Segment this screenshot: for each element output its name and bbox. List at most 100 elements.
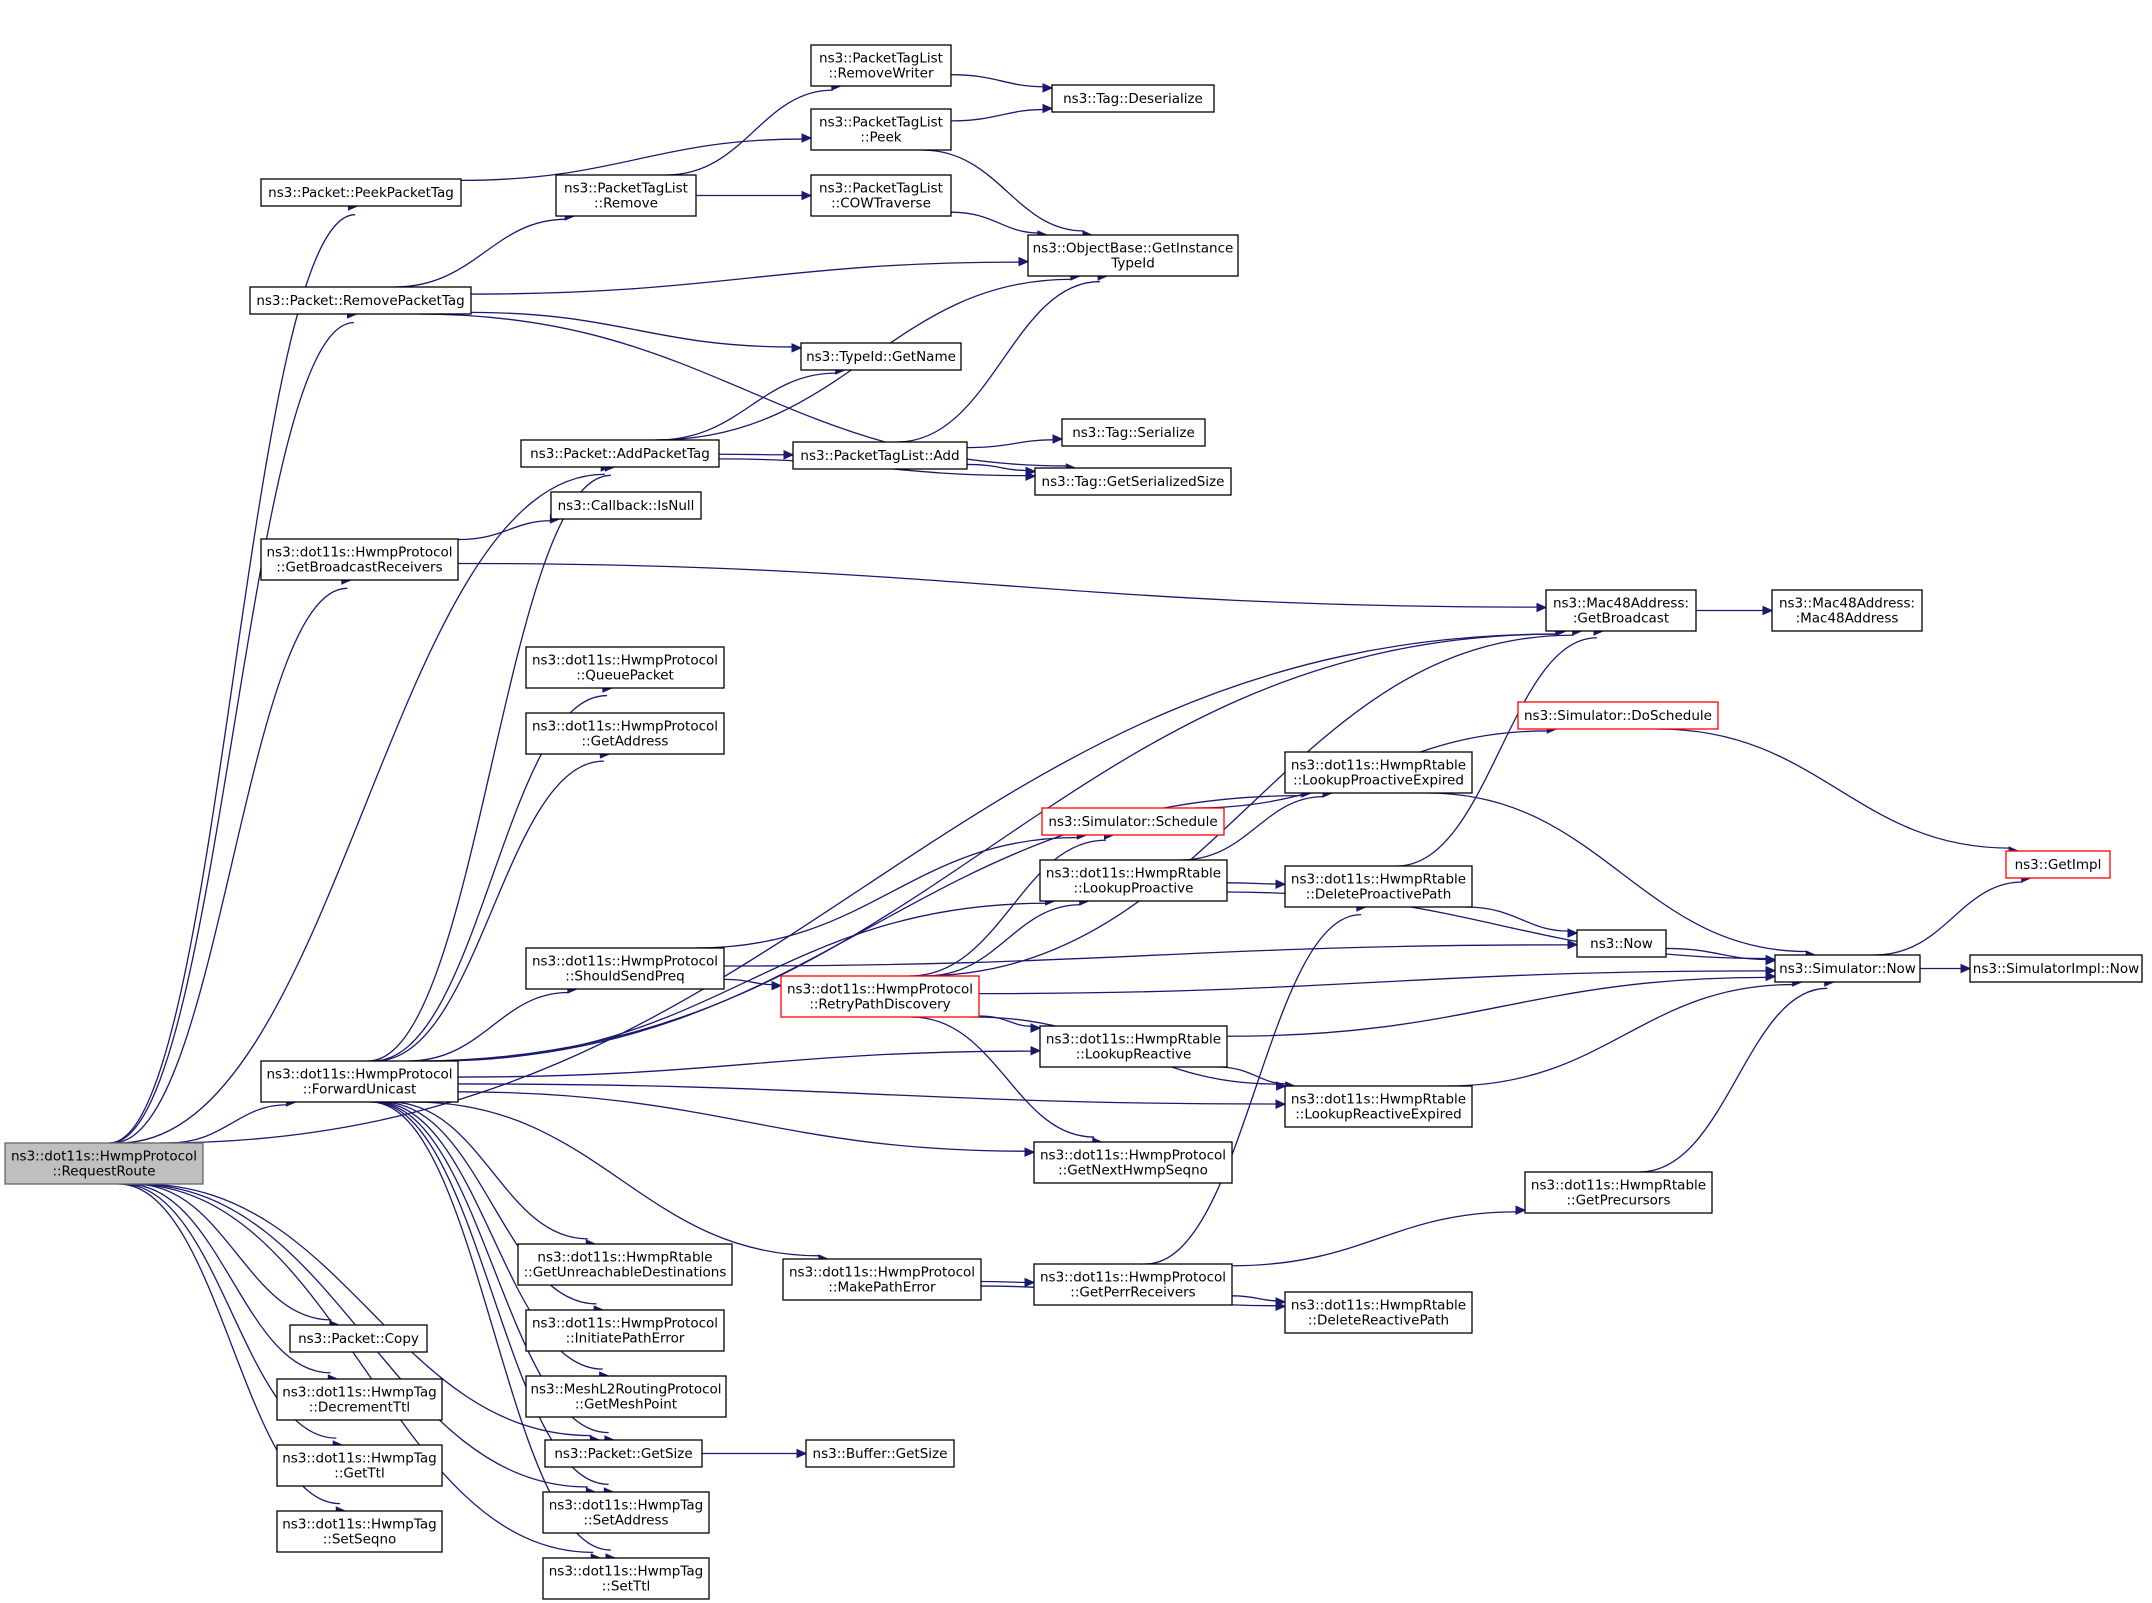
edge-line <box>460 138 803 182</box>
node-n11[interactable]: ns3::Callback::IsNull <box>550 491 702 520</box>
node-n36[interactable]: ns3::dot11s::HwmpProtocol::GetNextHwmpSe… <box>1033 1141 1233 1184</box>
node-label-line: ::LookupProactiveExpired <box>1293 773 1464 789</box>
node-n37[interactable]: ns3::dot11s::HwmpProtocol::GetPerrReceiv… <box>1033 1263 1233 1306</box>
node-n6[interactable]: ns3::dot11s::HwmpTag::DecrementTtl <box>276 1378 443 1421</box>
node-n29[interactable]: ns3::Tag::Deserialize <box>1051 84 1215 113</box>
node-label-line: ::DeleteProactivePath <box>1306 887 1452 903</box>
edge-line <box>966 463 1027 472</box>
node-label-line: ns3::dot11s::HwmpProtocol <box>787 982 973 998</box>
node-n2[interactable]: ns3::Packet::RemovePacketTag <box>249 286 472 315</box>
node-n38[interactable]: ns3::dot11s::HwmpRtable::LookupProactive… <box>1284 751 1473 794</box>
edge-n47-to-n49 <box>1919 963 1972 974</box>
node-label-line: ns3::SimulatorImpl::Now <box>1973 961 2139 977</box>
node-n27[interactable]: ns3::dot11s::HwmpProtocol::MakePathError <box>782 1258 982 1301</box>
node-label-line: ::GetBroadcastReceivers <box>276 560 442 576</box>
node-n0[interactable]: ns3::dot11s::HwmpProtocol::RequestRoute <box>4 1142 204 1185</box>
node-box <box>800 342 962 371</box>
node-n34[interactable]: ns3::dot11s::HwmpRtable::LookupProactive <box>1039 859 1228 902</box>
node-n39[interactable]: ns3::dot11s::HwmpRtable::DeleteProactive… <box>1284 865 1473 908</box>
edge-line <box>418 313 1067 467</box>
node-n12[interactable]: ns3::dot11s::HwmpProtocol::QueuePacket <box>525 646 725 689</box>
edge-line <box>897 280 1101 443</box>
edge-line <box>1448 983 1793 1087</box>
node-box <box>1033 1141 1233 1184</box>
node-n13[interactable]: ns3::dot11s::HwmpProtocol::GetAddress <box>525 712 725 755</box>
node-label-line: ::GetUnreachableDestinations <box>524 1265 727 1281</box>
node-n45[interactable]: ns3::dot11s::HwmpRtable::GetPrecursors <box>1524 1171 1713 1214</box>
node-n44[interactable]: ns3::Now <box>1576 929 1667 958</box>
node-n33[interactable]: ns3::Simulator::Schedule <box>1041 807 1225 836</box>
node-n31[interactable]: ns3::Tag::Serialize <box>1061 418 1206 447</box>
node-n18[interactable]: ns3::Packet::GetSize <box>544 1439 703 1468</box>
node-n40[interactable]: ns3::dot11s::HwmpRtable::LookupReactiveE… <box>1284 1085 1473 1128</box>
node-box <box>1284 865 1473 908</box>
node-n26[interactable]: ns3::dot11s::HwmpProtocol::RetryPathDisc… <box>780 975 980 1018</box>
edge-line <box>121 1183 337 1439</box>
node-n28[interactable]: ns3::Buffer::GetSize <box>805 1439 955 1468</box>
node-label-line: ns3::MeshL2RoutingProtocol <box>530 1382 721 1398</box>
node-n46[interactable]: ns3::Mac48Address::Mac48Address <box>1771 589 1923 632</box>
edge-line <box>950 74 1044 88</box>
node-n16[interactable]: ns3::dot11s::HwmpProtocol::InitiatePathE… <box>525 1309 725 1352</box>
node-label-line: ns3::dot11s::HwmpRtable <box>1291 1298 1466 1314</box>
edge-n0-to-n2 <box>110 309 358 1144</box>
node-n24[interactable]: ns3::TypeId::GetName <box>800 342 962 371</box>
node-box <box>1027 234 1239 277</box>
edge-line <box>1639 987 1828 1173</box>
node-label-line: ns3::Buffer::GetSize <box>813 1446 948 1462</box>
node-n19[interactable]: ns3::dot11s::HwmpTag::SetAddress <box>542 1491 710 1534</box>
node-n14[interactable]: ns3::dot11s::HwmpProtocol::ShouldSendPre… <box>525 947 725 990</box>
node-n23[interactable]: ns3::PacketTagList::COWTraverse <box>810 174 952 217</box>
node-label-line: ns3::dot11s::HwmpTag <box>282 1517 436 1533</box>
node-n9[interactable]: ns3::PacketTagList::Remove <box>555 174 697 217</box>
node-n21[interactable]: ns3::PacketTagList::RemoveWriter <box>810 44 952 87</box>
node-n3[interactable]: ns3::dot11s::HwmpProtocol::GetBroadcastR… <box>260 538 459 581</box>
node-n35[interactable]: ns3::dot11s::HwmpRtable::LookupReactive <box>1039 1025 1228 1068</box>
node-n32[interactable]: ns3::Tag::GetSerializedSize <box>1034 467 1232 496</box>
node-n43[interactable]: ns3::Simulator::DoSchedule <box>1517 701 1719 730</box>
node-n1[interactable]: ns3::Packet::PeekPacketTag <box>260 178 462 207</box>
edge-line <box>966 439 1054 449</box>
node-label-line: ns3::Packet::AddPacketTag <box>530 446 710 462</box>
node-n15[interactable]: ns3::dot11s::HwmpRtable::GetUnreachableD… <box>517 1243 733 1286</box>
node-label-line: ::GetPerrReceivers <box>1070 1285 1195 1301</box>
node-n42[interactable]: ns3::Mac48Address::GetBroadcast <box>1545 589 1697 632</box>
edge-n22-to-n29 <box>950 103 1054 122</box>
edge-line <box>457 1083 1277 1105</box>
node-n17[interactable]: ns3::MeshL2RoutingProtocol::GetMeshPoint <box>525 1375 727 1418</box>
edge-n2-to-n30 <box>470 256 1030 295</box>
node-n47[interactable]: ns3::Simulator::Now <box>1774 954 1921 983</box>
arrowhead-icon <box>1030 1045 1042 1056</box>
node-label-line: ::GetTtl <box>334 1466 384 1482</box>
edge-line <box>372 1101 609 1485</box>
edge-line <box>118 473 605 1144</box>
node-box <box>555 174 697 217</box>
node-n7[interactable]: ns3::dot11s::HwmpTag::GetTtl <box>276 1444 443 1487</box>
node-n10[interactable]: ns3::Packet::AddPacketTag <box>520 439 720 468</box>
node-n48[interactable]: ns3::GetImpl <box>2005 850 2111 879</box>
arrowhead-icon <box>1567 928 1579 938</box>
node-label-line: ns3::dot11s::HwmpTag <box>282 1385 436 1401</box>
node-label-line: ::ShouldSendPreq <box>565 969 684 985</box>
node-box <box>1576 929 1667 958</box>
edge-n39-to-n44 <box>1465 906 1579 938</box>
node-label-line: ns3::Packet::RemovePacketTag <box>256 293 464 309</box>
node-box <box>780 975 980 1018</box>
node-n5[interactable]: ns3::Packet::Copy <box>289 1324 428 1353</box>
node-box <box>525 947 725 990</box>
node-n25[interactable]: ns3::PacketTagList::Add <box>792 441 968 470</box>
node-n41[interactable]: ns3::dot11s::HwmpRtable::DeleteReactiveP… <box>1284 1291 1473 1334</box>
edge-line <box>1217 1066 1287 1085</box>
node-n4[interactable]: ns3::dot11s::HwmpProtocol::ForwardUnicas… <box>260 1060 459 1103</box>
node-n8[interactable]: ns3::dot11s::HwmpTag::SetSeqno <box>276 1510 443 1553</box>
node-box <box>1969 954 2143 983</box>
node-n49[interactable]: ns3::SimulatorImpl::Now <box>1969 954 2143 983</box>
edge-n26-to-n35 <box>978 1015 1042 1033</box>
node-n20[interactable]: ns3::dot11s::HwmpTag::SetTtl <box>542 1557 710 1600</box>
edge-n3-to-n42 <box>457 562 1548 613</box>
node-n22[interactable]: ns3::PacketTagList::Peek <box>810 108 952 151</box>
node-label-line: ::COWTraverse <box>831 196 931 212</box>
edge-line <box>656 372 837 441</box>
nodes-layer: ns3::dot11s::HwmpProtocol::RequestRouten… <box>4 44 2143 1600</box>
